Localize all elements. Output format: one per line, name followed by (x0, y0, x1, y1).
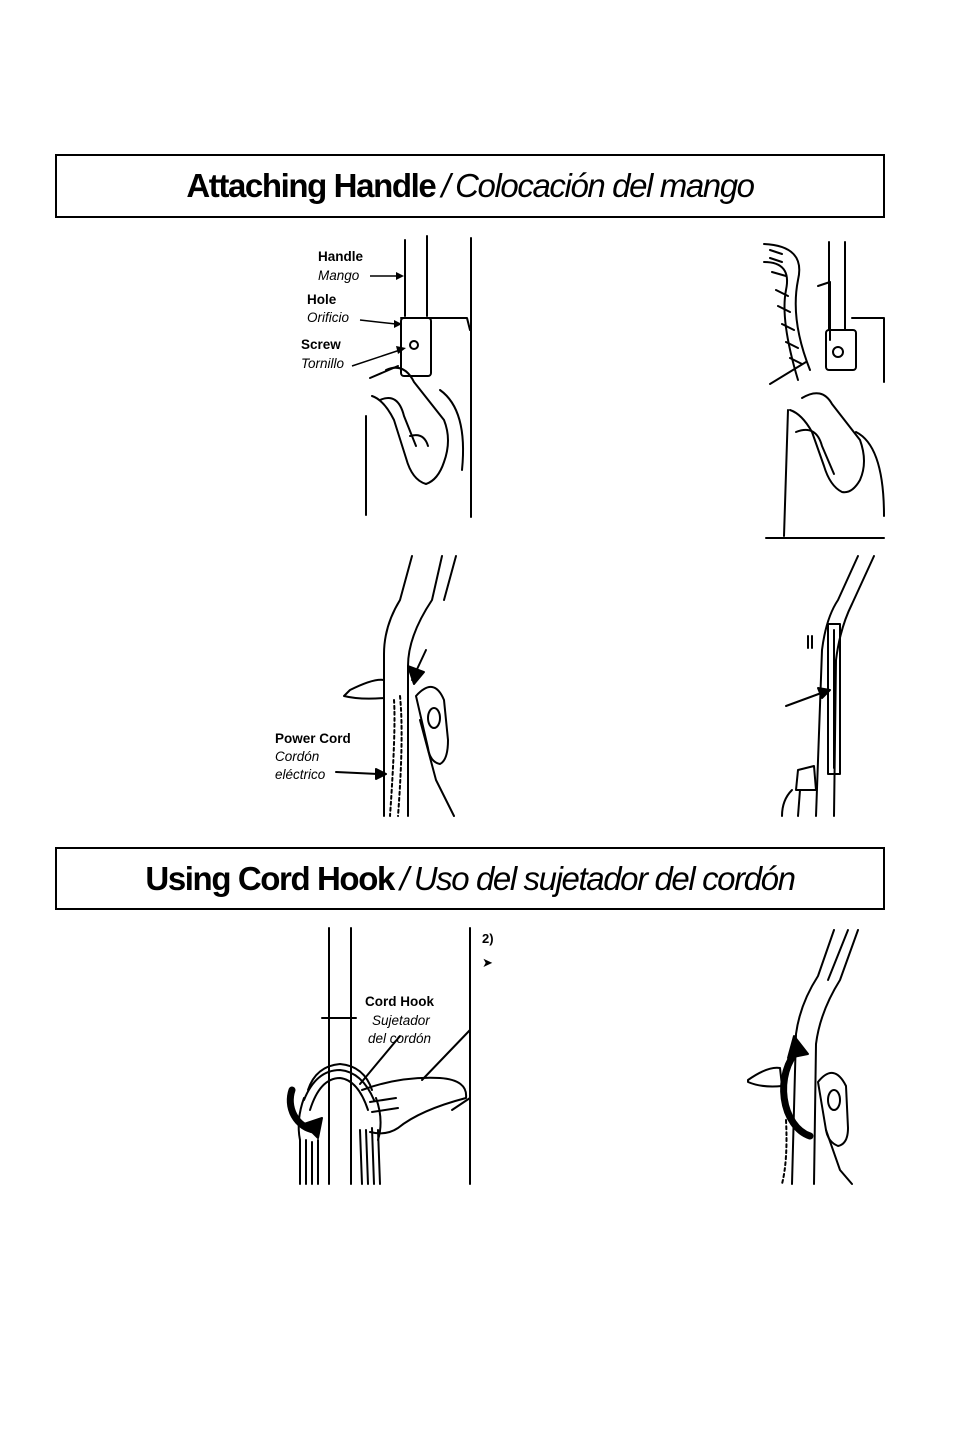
step-bullet-arrow: ➤ (482, 955, 493, 971)
label-cord-hook-es-1: Sujetador (372, 1013, 430, 1029)
label-screw-es: Tornillo (301, 356, 344, 372)
label-hole-en: Hole (307, 292, 336, 308)
label-power-cord-es-2: eléctrico (275, 767, 325, 783)
label-hole-es: Orificio (307, 310, 349, 326)
label-power-cord-es-1: Cordón (275, 749, 319, 765)
label-cord-hook-en: Cord Hook (365, 994, 434, 1010)
step-number: 2) (482, 931, 494, 946)
label-screw-en: Screw (301, 337, 341, 353)
label-cord-hook-es-2: del cordón (368, 1031, 431, 1047)
label-power-cord-en: Power Cord (275, 731, 351, 747)
